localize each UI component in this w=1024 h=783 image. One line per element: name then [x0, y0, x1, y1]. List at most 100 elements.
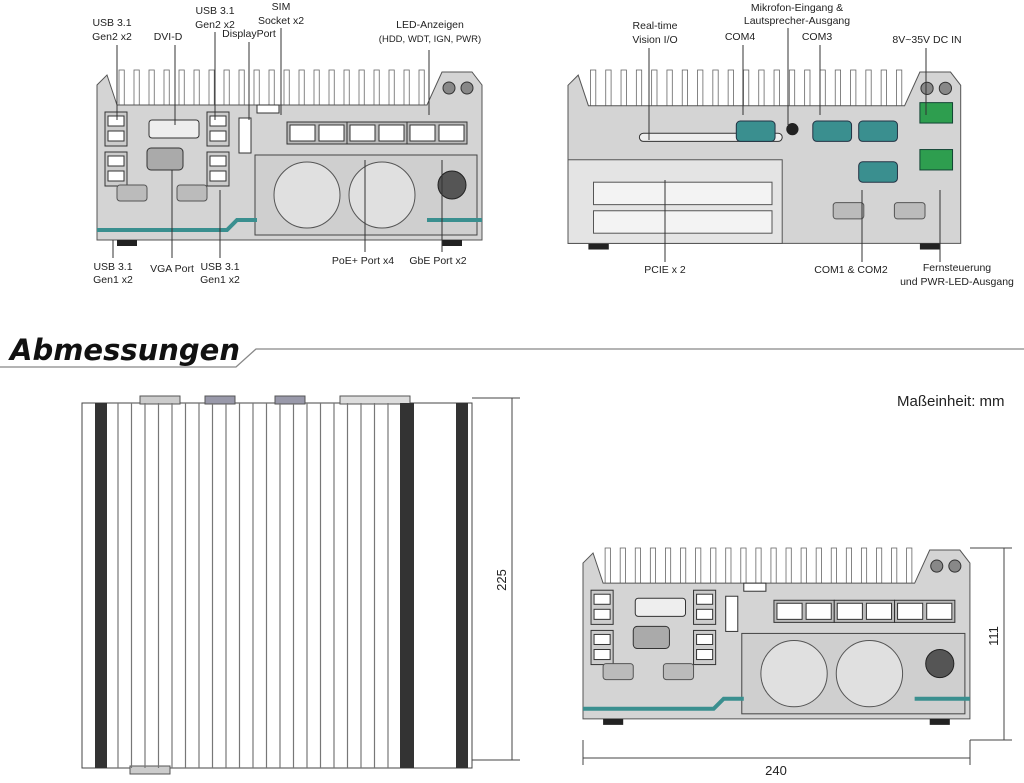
heatsink-fin: [755, 547, 762, 589]
usb-port: [593, 593, 611, 605]
usb-port: [107, 115, 125, 127]
heatsink-fin: [328, 69, 335, 111]
foot: [442, 240, 462, 246]
rj45-port: [409, 124, 436, 142]
heatsink-fin: [800, 547, 807, 589]
port-outline: [274, 395, 306, 405]
fan: [273, 161, 341, 229]
rj45-port: [438, 124, 465, 142]
label-com1-com2: COM1 & COM2: [814, 264, 888, 276]
dimension-width: 240: [765, 763, 787, 778]
heatsink-fin: [725, 547, 732, 589]
heatsink-fin: [649, 547, 657, 589]
dc-in-terminal: [919, 102, 954, 124]
heatsink-fin: [712, 69, 719, 112]
rj45-port: [289, 124, 316, 142]
heatsink-fin: [695, 547, 702, 589]
heatsink-fin: [891, 547, 898, 589]
label-led: LED-Anzeigen(HDD, WDT, IGN, PWR): [379, 19, 481, 45]
heatsink-fin: [148, 69, 155, 111]
heatsink-fin: [865, 69, 872, 112]
label-vga: VGA Port: [150, 263, 194, 275]
fan: [348, 161, 416, 229]
displayport: [238, 117, 252, 154]
label-poe: PoE+ Port x4: [332, 255, 394, 267]
usb-port: [696, 593, 714, 605]
screw: [948, 559, 962, 573]
section-divider: [0, 348, 1024, 368]
heatsink-fin: [208, 69, 215, 111]
heatsink-fin: [163, 69, 170, 111]
label-gbe: GbE Port x2: [409, 255, 466, 267]
label-dvi: DVI-D: [154, 31, 183, 43]
label-com4: COM4: [725, 31, 755, 43]
foot: [603, 718, 624, 725]
heatsink-fin: [681, 69, 688, 112]
db9-com-port: [735, 120, 776, 142]
heatsink-fin: [819, 69, 826, 112]
usb-port: [593, 633, 611, 645]
heatsink-fin: [896, 69, 903, 112]
section-title: Abmessungen: [8, 333, 240, 367]
heatsink-fin: [620, 69, 627, 112]
dvi-port: [634, 597, 687, 617]
heatsink-fin: [358, 69, 365, 111]
top-view-device: [81, 395, 473, 775]
fan: [760, 639, 828, 708]
heatsink-fin: [773, 69, 780, 112]
foot: [117, 240, 137, 246]
screw: [442, 81, 456, 95]
accent-stripe: [583, 696, 744, 711]
leader-lines: [112, 28, 941, 262]
usb-port: [696, 649, 714, 661]
heatsink-fin: [850, 69, 857, 112]
heatsink-fin: [619, 547, 626, 589]
db9-com-port: [858, 120, 898, 142]
heatsink-fin: [860, 547, 868, 589]
heatsink-fin: [804, 69, 811, 112]
side-rail: [456, 403, 468, 768]
com-cover: [662, 663, 695, 681]
db9-com-port: [812, 120, 853, 142]
heatsink-fin: [418, 69, 425, 111]
dimension-lines: [472, 397, 1012, 765]
power-button: [437, 170, 467, 200]
heatsink-fin: [133, 69, 140, 111]
usb-port: [696, 633, 714, 645]
heatsink-fin: [770, 547, 777, 589]
usb-port: [593, 608, 611, 620]
heatsink-fin: [815, 547, 822, 589]
heatsink-fin: [373, 69, 380, 111]
heatsink-fin: [118, 69, 125, 111]
label-displayport: DisplayPort: [222, 28, 276, 40]
label-audio: Mikrofon-Eingang &Lautsprecher-Ausgang: [744, 2, 850, 27]
side-rail: [95, 403, 107, 768]
heatsink-fin: [590, 69, 597, 112]
heatsink-fin: [651, 69, 658, 112]
rj45-port: [865, 602, 893, 620]
heatsink-fin: [403, 69, 410, 111]
foot: [929, 718, 950, 725]
heatsink-fin: [634, 547, 641, 589]
displayport: [725, 595, 739, 632]
heatsink-fin: [697, 69, 704, 112]
heatsink-fin: [788, 69, 796, 112]
audio-jack: [786, 123, 799, 136]
heatsink-fin: [605, 69, 612, 112]
rj45-port: [805, 602, 832, 620]
front-view-dimension-device: [582, 547, 971, 725]
heatsink-fin: [740, 547, 747, 589]
heatsink-fin: [876, 547, 883, 589]
foot: [588, 243, 609, 250]
heatsink-fin: [298, 69, 305, 111]
db9-com-port: [858, 161, 898, 183]
rj45-port: [836, 602, 863, 620]
power-button: [925, 649, 955, 679]
label-pcie: PCIE x 2: [644, 264, 686, 276]
pcie-slot: [593, 210, 773, 234]
rj45-port: [378, 124, 405, 142]
heatsink-fin: [313, 69, 320, 111]
